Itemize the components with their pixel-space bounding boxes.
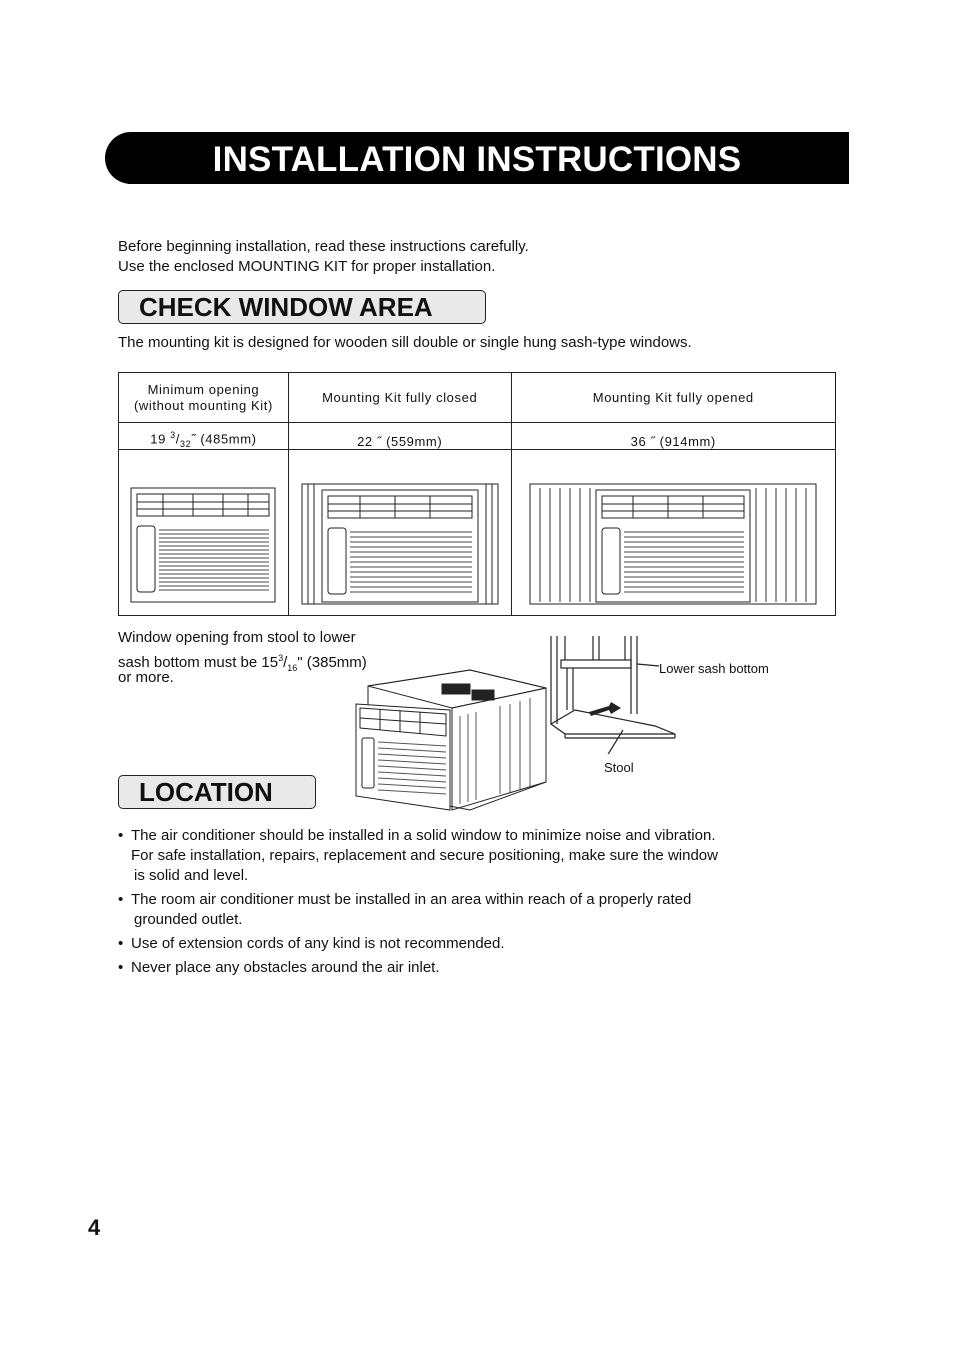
bullet-3-line-1: Use of extension cords of any kind is no… — [131, 935, 505, 952]
ac-unit-perspective-illustration — [355, 669, 547, 811]
header-kit-opened: Mounting Kit fully opened — [510, 372, 837, 423]
bullet-grounded-outlet: • The room air conditioner must be insta… — [118, 890, 818, 930]
bullet-dot: • — [118, 891, 124, 908]
bullet-dot: • — [118, 827, 124, 844]
bullet-dot: • — [118, 959, 124, 976]
min-num: 3 — [170, 430, 176, 441]
check-window-heading-text: CHECK WINDOW AREA — [139, 292, 433, 322]
window-opening-num: 3 — [278, 653, 284, 663]
header-minimum-opening: Minimum opening (without mounting Kit) — [118, 372, 289, 423]
page-number: 4 — [88, 1215, 101, 1240]
window-opening-line-1: Window opening from stool to lower — [118, 629, 356, 646]
window-opening-line-3: or more. — [118, 669, 174, 686]
location-heading-text: LOCATION — [139, 777, 273, 807]
bullet-2-line-2: grounded outlet. — [134, 911, 243, 928]
bullet-extension-cords: • Use of extension cords of any kind is … — [118, 934, 818, 954]
window-sash-illustration — [549, 636, 676, 754]
value-kit-closed: 22 ˝ (559mm) — [287, 422, 512, 450]
check-window-text: The mounting kit is designed for wooden … — [118, 334, 692, 351]
header-kit-closed: Mounting Kit fully closed — [287, 372, 512, 423]
title-banner: INSTALLATION INSTRUCTIONS — [105, 132, 849, 184]
value-min-opening: 19 3/32˝ (485mm) — [118, 422, 289, 450]
bullet-1-line-1: The air conditioner should be installed … — [131, 827, 716, 844]
bullet-2-line-1: The room air conditioner must be install… — [131, 891, 692, 908]
value-kit-opened: 36 ˝ (914mm) — [510, 422, 837, 450]
intro-line-1: Before beginning installation, read thes… — [118, 238, 529, 255]
min-den: 32 — [180, 439, 192, 449]
check-window-heading: CHECK WINDOW AREA — [118, 290, 486, 324]
window-opening-line-2: sash bottom must be 153/16" (385mm) — [118, 653, 367, 673]
intro-line-2: Use the enclosed MOUNTING KIT for proper… — [118, 258, 496, 275]
bullet-air-inlet: • Never place any obstacles around the a… — [118, 958, 818, 978]
label-lower-sash-bottom: Lower sash bottom — [659, 661, 769, 676]
min-whole: 19 — [150, 431, 166, 447]
location-bullets: • The air conditioner should be installe… — [118, 826, 818, 982]
min-rest: ˝ (485mm) — [191, 431, 257, 447]
bullet-dot: • — [118, 935, 124, 952]
bullet-solid-window: • The air conditioner should be installe… — [118, 826, 818, 886]
ac-unit-min-illustration — [118, 449, 289, 616]
window-opening-prefix: sash bottom must be 15 — [118, 654, 279, 671]
ac-unit-kit-opened-illustration — [510, 449, 837, 616]
bullet-1-line-3: is solid and level. — [134, 867, 249, 884]
header-min-line1: Minimum opening — [147, 381, 260, 397]
header-min-line2: (without mounting Kit) — [133, 397, 273, 413]
mounting-kit-table: Minimum opening (without mounting Kit) M… — [118, 372, 837, 616]
location-heading: LOCATION — [118, 775, 316, 809]
bullet-1-line-2: For safe installation, repairs, replacem… — [131, 847, 718, 864]
ac-unit-kit-closed-illustration — [287, 449, 512, 616]
window-opening-den: 16 — [287, 663, 298, 673]
label-stool: Stool — [604, 760, 634, 775]
window-opening-suffix: " (385mm) — [297, 654, 367, 671]
bullet-4-line-1: Never place any obstacles around the air… — [131, 959, 440, 976]
page-title: INSTALLATION INSTRUCTIONS — [212, 140, 742, 179]
